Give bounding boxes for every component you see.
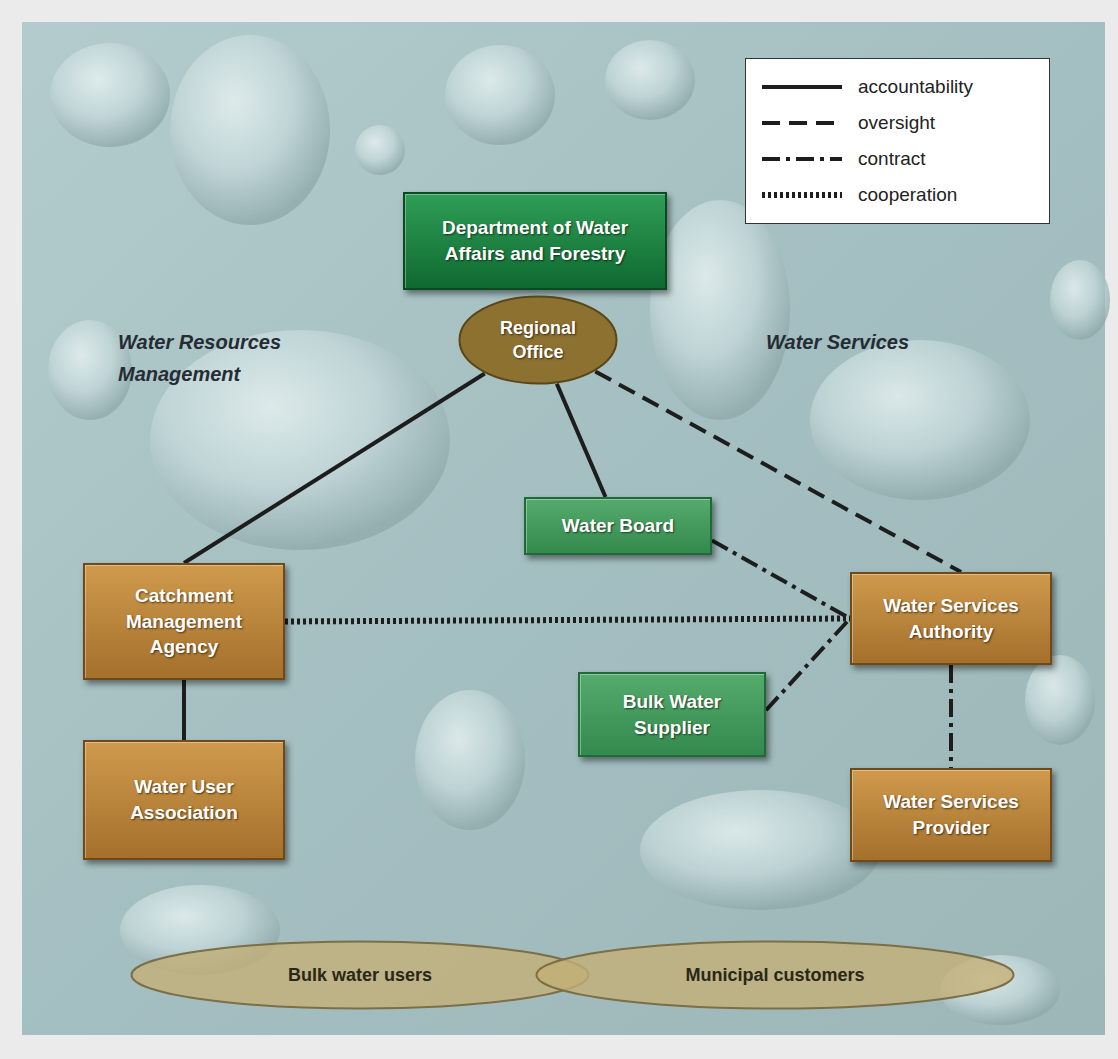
authority-box: Water Services Authority — [850, 572, 1052, 665]
node-label: Regional Office — [483, 316, 593, 365]
water-droplet — [1050, 260, 1110, 340]
water-droplet — [415, 690, 525, 830]
water-droplet — [355, 125, 405, 175]
department-box: Department of Water Affairs and Forestry — [403, 192, 667, 290]
node-label: Department of Water Affairs and Forestry — [415, 215, 655, 266]
node-label: Bulk water users — [288, 963, 432, 987]
legend-sample — [760, 77, 844, 97]
association-box: Water User Association — [83, 740, 285, 860]
user-group-ellipse: Bulk water users — [130, 940, 590, 1010]
water-droplet — [1025, 655, 1095, 745]
agency-box: Catchment Management Agency — [83, 563, 285, 680]
water-droplet — [605, 40, 695, 120]
legend-label: accountability — [858, 76, 973, 98]
legend-sample — [760, 113, 844, 133]
relation-line — [766, 619, 850, 711]
legend-sample — [760, 185, 844, 205]
relation-line — [182, 680, 186, 740]
legend-line — [762, 85, 842, 89]
legend-line — [762, 121, 842, 125]
node-label: Bulk Water Supplier — [597, 689, 747, 740]
legend-line — [762, 157, 842, 161]
node-label: Water Services Provider — [862, 789, 1040, 840]
water-board-box: Water Board — [524, 497, 712, 555]
provider-box: Water Services Provider — [850, 768, 1052, 862]
water-droplet — [170, 35, 330, 225]
legend-label: contract — [858, 148, 926, 170]
legend-line — [762, 192, 842, 198]
legend-box: accountability oversight contract cooperati… — [745, 58, 1050, 224]
section-heading: Water Resources Management — [118, 326, 358, 390]
water-droplets — [48, 35, 1110, 1025]
relation-line — [184, 374, 485, 563]
regional-office-ellipse: Regional Office — [458, 295, 618, 385]
legend-sample — [760, 149, 844, 169]
legend-row: accountability — [760, 69, 1035, 105]
water-droplet — [640, 790, 880, 910]
ellipse-outline — [458, 295, 618, 385]
relation-line — [949, 665, 953, 768]
user-group-ellipse: Municipal customers — [535, 940, 1015, 1010]
water-droplet — [650, 200, 790, 420]
node-label: Water Services Authority — [862, 593, 1040, 644]
water-droplet — [445, 45, 555, 145]
ellipse-fill — [460, 297, 617, 384]
relation-line — [285, 619, 850, 622]
legend-label: cooperation — [858, 184, 957, 206]
legend-row: oversight — [760, 105, 1035, 141]
ellipse-fill — [132, 942, 589, 1009]
ellipse-fill — [537, 942, 1014, 1009]
legend-label: oversight — [858, 112, 935, 134]
node-label: Catchment Management Agency — [95, 583, 273, 660]
section-heading: Water Services — [766, 326, 986, 358]
supplier-box: Bulk Water Supplier — [578, 672, 766, 757]
legend-row: cooperation — [760, 177, 1035, 213]
legend-row: contract — [760, 141, 1035, 177]
relation-line — [712, 541, 850, 619]
water-droplet — [810, 340, 1030, 500]
water-droplet — [50, 43, 170, 147]
picture-ground — [22, 22, 1105, 1035]
node-label: Water User Association — [99, 774, 269, 825]
node-label: Water Board — [562, 513, 674, 539]
relation-line — [557, 384, 606, 497]
node-label: Municipal customers — [685, 963, 864, 987]
